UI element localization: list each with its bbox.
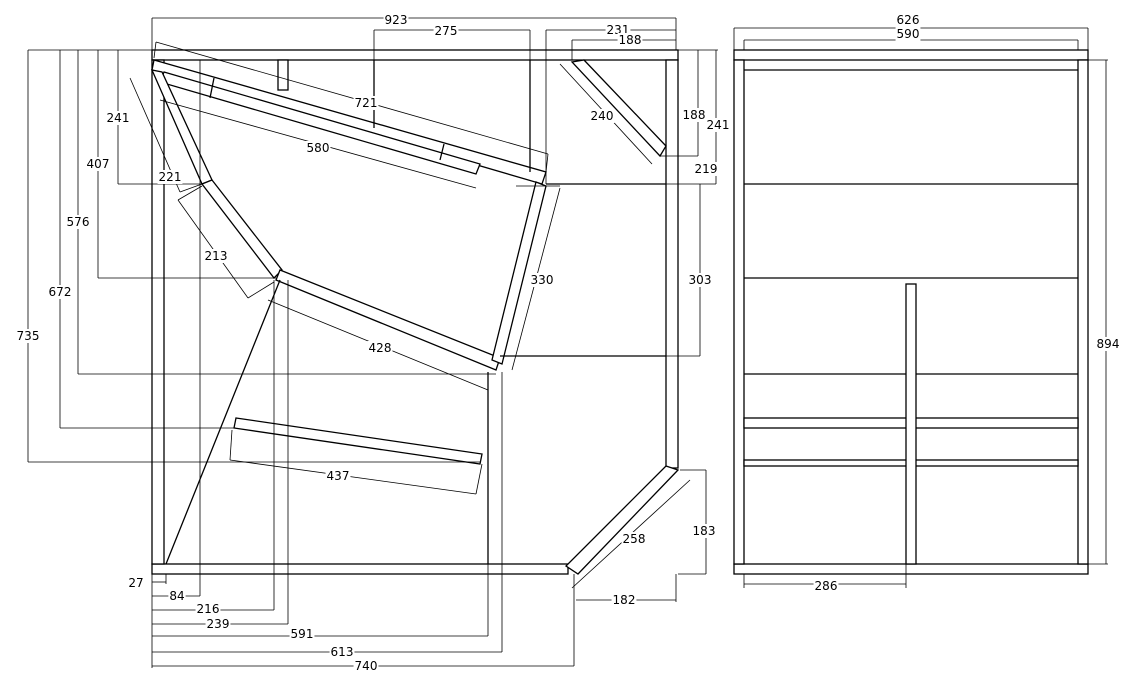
dim-label-626: 626 <box>897 13 920 27</box>
leg-diagonal <box>165 279 281 565</box>
dim-label-735: 735 <box>17 329 40 343</box>
console-panel <box>275 269 501 371</box>
label-background <box>325 469 351 483</box>
dim-label-239: 239 <box>207 617 230 631</box>
dim-label-437: 437 <box>327 469 350 483</box>
label-background <box>127 576 145 590</box>
label-background <box>289 627 315 641</box>
label-background <box>105 111 131 125</box>
label-background <box>691 524 717 538</box>
dim-label-221: 221 <box>159 170 182 184</box>
front-view-dimensions <box>733 27 1108 588</box>
label-background <box>305 141 331 155</box>
corner-brace <box>570 59 667 158</box>
label-background <box>168 589 186 603</box>
dim-label-330: 330 <box>531 273 554 287</box>
dim-label-740: 740 <box>355 659 378 673</box>
dim-label-590: 590 <box>897 27 920 41</box>
label-background <box>895 27 921 41</box>
dim-label-241-left: 241 <box>107 111 130 125</box>
dim-label-428: 428 <box>369 341 392 355</box>
label-background <box>65 215 91 229</box>
label-background <box>693 162 719 176</box>
top-slanted-panel <box>151 59 547 185</box>
label-background <box>895 13 921 27</box>
front-slanted-panel <box>491 181 547 365</box>
label-background <box>15 329 41 343</box>
label-background <box>353 96 379 110</box>
dim-label-613: 613 <box>331 645 354 659</box>
dim-label-182: 182 <box>613 593 636 607</box>
label-background <box>617 33 643 47</box>
dim-label-258: 258 <box>623 532 646 546</box>
dim-label-183: 183 <box>693 524 716 538</box>
label-background <box>353 659 379 673</box>
label-background <box>433 24 459 38</box>
front-right-side <box>1077 59 1089 565</box>
rear-wall <box>151 59 165 565</box>
label-background <box>1095 337 1121 351</box>
side-view <box>150 49 680 575</box>
label-background <box>329 645 355 659</box>
dim-label-721: 721 <box>355 96 378 110</box>
bottom-board <box>151 563 569 575</box>
dim-label-27: 27 <box>128 576 143 590</box>
screen-panel-tab-2 <box>439 143 445 161</box>
label-background <box>705 118 731 132</box>
dim-label-672: 672 <box>49 285 72 299</box>
front-left-side <box>733 59 745 565</box>
side-view-labels: 923 275 231 188 735 672 576 407 241 721 … <box>15 13 731 673</box>
dim-label-576: 576 <box>67 215 90 229</box>
side-view-dimensions <box>27 17 718 668</box>
dim-label-923: 923 <box>385 13 408 27</box>
dim-label-219: 219 <box>695 162 718 176</box>
front-bottom-board <box>733 563 1089 575</box>
front-view-labels: 626 590 894 286 <box>813 13 1121 593</box>
rear-mid-panel <box>200 179 283 279</box>
dim-label-84: 84 <box>169 589 184 603</box>
label-background <box>157 170 183 184</box>
screen-panel-tab <box>209 77 215 99</box>
dim-label-241-right: 241 <box>707 118 730 132</box>
dim-label-303: 303 <box>689 273 712 287</box>
lower-shelf <box>233 417 483 465</box>
label-background <box>203 249 229 263</box>
front-corner-panel <box>564 465 680 575</box>
label-background <box>529 273 555 287</box>
label-background <box>589 109 615 123</box>
label-background <box>621 532 647 546</box>
label-background <box>195 602 221 616</box>
dim-label-188-top: 188 <box>619 33 642 47</box>
label-background <box>681 108 707 122</box>
label-background <box>813 579 839 593</box>
label-background <box>205 617 231 631</box>
screen-panel <box>159 71 481 175</box>
label-background <box>383 13 409 27</box>
dim-label-407: 407 <box>87 157 110 171</box>
dim-label-240: 240 <box>591 109 614 123</box>
front-center-post <box>905 283 917 565</box>
dim-label-286: 286 <box>815 579 838 593</box>
front-top-board <box>733 49 1089 61</box>
top-board <box>151 49 679 61</box>
front-view <box>733 49 1089 575</box>
label-background <box>611 593 637 607</box>
dim-label-213: 213 <box>205 249 228 263</box>
dim-label-894: 894 <box>1097 337 1120 351</box>
dim-label-188-right: 188 <box>683 108 706 122</box>
dim-label-591: 591 <box>291 627 314 641</box>
label-background <box>47 285 73 299</box>
label-background <box>85 157 111 171</box>
top-brace <box>277 59 289 91</box>
front-wall <box>665 59 679 469</box>
label-background <box>367 341 393 355</box>
dim-label-216: 216 <box>197 602 220 616</box>
dim-label-580: 580 <box>307 141 330 155</box>
dim-label-275: 275 <box>435 24 458 38</box>
label-background <box>687 273 713 287</box>
